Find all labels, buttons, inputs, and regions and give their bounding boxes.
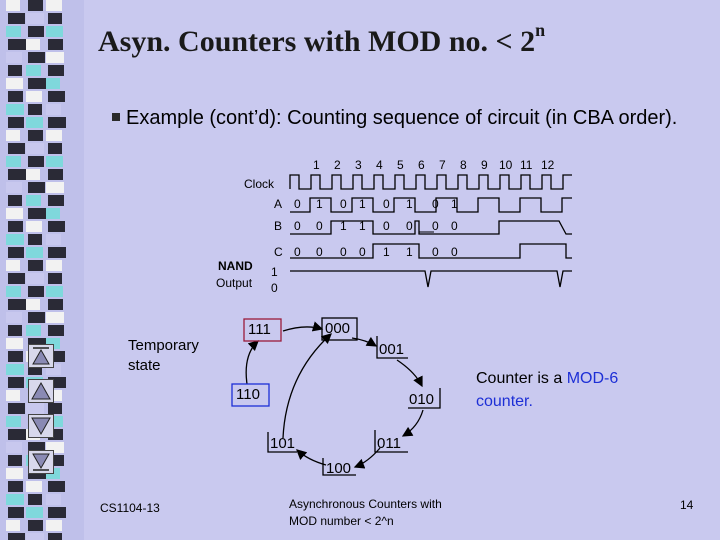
arrow-111-to-000 bbox=[282, 321, 324, 332]
nand-output-waveform bbox=[290, 270, 572, 288]
arrow-100-to-101 bbox=[296, 449, 327, 466]
arrow-110-to-111 bbox=[245, 340, 259, 385]
waveform-row-label: B bbox=[274, 219, 283, 233]
output-label: Output bbox=[216, 276, 253, 290]
page-number: 14 bbox=[680, 498, 694, 512]
first-slide-button[interactable] bbox=[28, 344, 54, 368]
state-100: 100 bbox=[326, 460, 352, 477]
waveform-a bbox=[290, 197, 572, 213]
waveform-value: 0 bbox=[383, 197, 390, 211]
arrow-101-to-000 bbox=[282, 333, 332, 439]
arrow-000-to-001 bbox=[351, 336, 378, 347]
waveform-value: 0 bbox=[451, 219, 458, 233]
waveform-value: 0 bbox=[432, 197, 439, 211]
state-box-100 bbox=[322, 458, 356, 476]
clock-number: 5 bbox=[397, 158, 404, 172]
clock-number: 7 bbox=[439, 158, 446, 172]
waveform-value: 0 bbox=[316, 219, 323, 233]
arrow-001-to-010 bbox=[396, 359, 423, 388]
waveform-row-label: C bbox=[274, 245, 283, 259]
waveform-value: 0 bbox=[316, 245, 323, 259]
previous-slide-icon bbox=[31, 381, 51, 400]
slide-title: Asyn. Counters with MOD no. < 2n bbox=[98, 20, 546, 58]
waveform-value: 1 bbox=[316, 197, 323, 211]
nand-label: NAND bbox=[218, 259, 253, 273]
state-101: 101 bbox=[270, 435, 296, 452]
waveform-value: 1 bbox=[406, 197, 413, 211]
state-box-010 bbox=[408, 388, 441, 409]
waveform-value: 1 bbox=[451, 197, 458, 211]
waveform-value: 0 bbox=[432, 245, 439, 259]
waveform-value: 0 bbox=[340, 245, 347, 259]
footer-course-code: CS1104-13 bbox=[100, 501, 160, 515]
clock-waveform bbox=[289, 174, 572, 190]
arrow-010-to-011 bbox=[401, 409, 424, 437]
state-110: 110 bbox=[236, 386, 260, 403]
previous-slide-button[interactable] bbox=[28, 379, 54, 403]
last-slide-icon bbox=[32, 453, 50, 471]
waveform-value: 0 bbox=[406, 219, 413, 233]
waveform-value: 1 bbox=[406, 245, 413, 259]
waveform-value: 0 bbox=[359, 245, 366, 259]
state-010: 010 bbox=[409, 391, 435, 408]
clock-number: 11 bbox=[520, 158, 533, 172]
waveform-value: 0 bbox=[340, 197, 347, 211]
state-001: 001 bbox=[379, 341, 405, 358]
waveform-value: 1 bbox=[359, 219, 366, 233]
waveform-row-label: A bbox=[274, 197, 283, 211]
state-box-001 bbox=[376, 336, 408, 359]
next-slide-button[interactable] bbox=[28, 414, 54, 438]
clock-number: 4 bbox=[376, 158, 383, 172]
waveform-value: 0 bbox=[451, 245, 458, 259]
waveform-b bbox=[290, 220, 572, 235]
clock-number: 2 bbox=[334, 158, 341, 172]
waveform-value: 1 bbox=[383, 245, 390, 259]
waveform-c bbox=[290, 243, 572, 259]
bullet-marker bbox=[112, 113, 120, 121]
last-slide-button[interactable] bbox=[28, 450, 54, 474]
bullet-text: Example (cont’d): Counting sequence of c… bbox=[126, 107, 678, 129]
decorative-strip bbox=[0, 0, 84, 540]
waveform-value: 0 bbox=[294, 197, 301, 211]
clock-number: 8 bbox=[460, 158, 467, 172]
waveform-value: 1 bbox=[359, 197, 366, 211]
first-slide-icon bbox=[32, 347, 50, 365]
state-box-111 bbox=[243, 318, 282, 342]
state-box-101 bbox=[267, 432, 297, 453]
waveform-value: 1 bbox=[340, 219, 347, 233]
clock-number: 1 bbox=[313, 158, 320, 172]
waveform-value: 0 bbox=[294, 219, 301, 233]
clock-number: 6 bbox=[418, 158, 425, 172]
state-011: 011 bbox=[377, 435, 401, 452]
state-000: 000 bbox=[325, 320, 351, 337]
waveform-value: 0 bbox=[383, 219, 390, 233]
clock-number: 3 bbox=[355, 158, 362, 172]
state-box-110 bbox=[231, 383, 270, 407]
mod-note: Counter is a MOD-6 counter. bbox=[476, 370, 619, 410]
temporary-state-label: Temporary state bbox=[128, 337, 199, 374]
state-box-000 bbox=[321, 317, 358, 341]
footer-title: Asynchronous Counters with MOD number < … bbox=[289, 497, 442, 528]
nand-high-value: 1 bbox=[271, 265, 278, 279]
clock-number: 9 bbox=[481, 158, 488, 172]
state-111: 111 bbox=[248, 321, 271, 338]
next-slide-icon bbox=[31, 417, 51, 436]
waveform-value: 0 bbox=[294, 245, 301, 259]
clock-number: 12 bbox=[541, 158, 555, 172]
arrow-011-to-100 bbox=[353, 447, 381, 469]
waveform-value: 0 bbox=[432, 219, 439, 233]
nand-low-value: 0 bbox=[271, 281, 278, 295]
clock-number: 10 bbox=[499, 158, 513, 172]
clock-label: Clock bbox=[244, 177, 275, 191]
state-box-011 bbox=[374, 430, 408, 453]
